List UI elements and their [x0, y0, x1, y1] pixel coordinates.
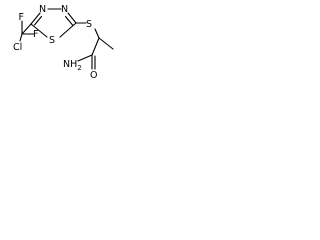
bond-ring-n4-c5-double — [64, 15, 74, 26]
bond-ch-to-carbonyl — [91, 37, 100, 56]
atom-label-layer: F F Cl N N S S NH2 O — [13, 4, 97, 81]
atom-o: O — [90, 70, 97, 81]
bond-ring-c2-n3-double — [33, 15, 43, 26]
bond-s-linker-to-ch — [94, 28, 100, 39]
bond-ring-s1-c2 — [30, 23, 48, 38]
bond-ring-c5-s1 — [59, 22, 77, 38]
bond-layer — [19, 8, 114, 70]
molecule-diagram: F F Cl N N S S NH2 O — [0, 0, 123, 88]
atom-f-right: F — [33, 29, 38, 40]
atom-nh2-subscript: 2 — [77, 64, 81, 72]
atom-n-right: N — [61, 4, 68, 15]
atom-s-linker: S — [86, 19, 92, 30]
bond-carbonyl-to-nh2 — [77, 54, 93, 62]
bond-cf2-to-cl — [19, 33, 23, 42]
atom-n-left: N — [39, 4, 46, 15]
atom-nh2: NH2 — [63, 59, 82, 72]
bond-cf2-to-ring — [21, 23, 32, 35]
bond-ring-c2-n3 — [30, 12, 41, 25]
bond-ch-to-methyl — [98, 37, 114, 50]
molecule-structure: F F Cl N N S S NH2 O — [13, 4, 114, 81]
atom-f-top: F — [19, 12, 24, 23]
atom-nh2-main: NH — [63, 59, 77, 70]
atom-s-ring: S — [49, 35, 55, 46]
bond-ring-n4-c5 — [67, 12, 77, 24]
atom-cl: Cl — [13, 42, 22, 53]
